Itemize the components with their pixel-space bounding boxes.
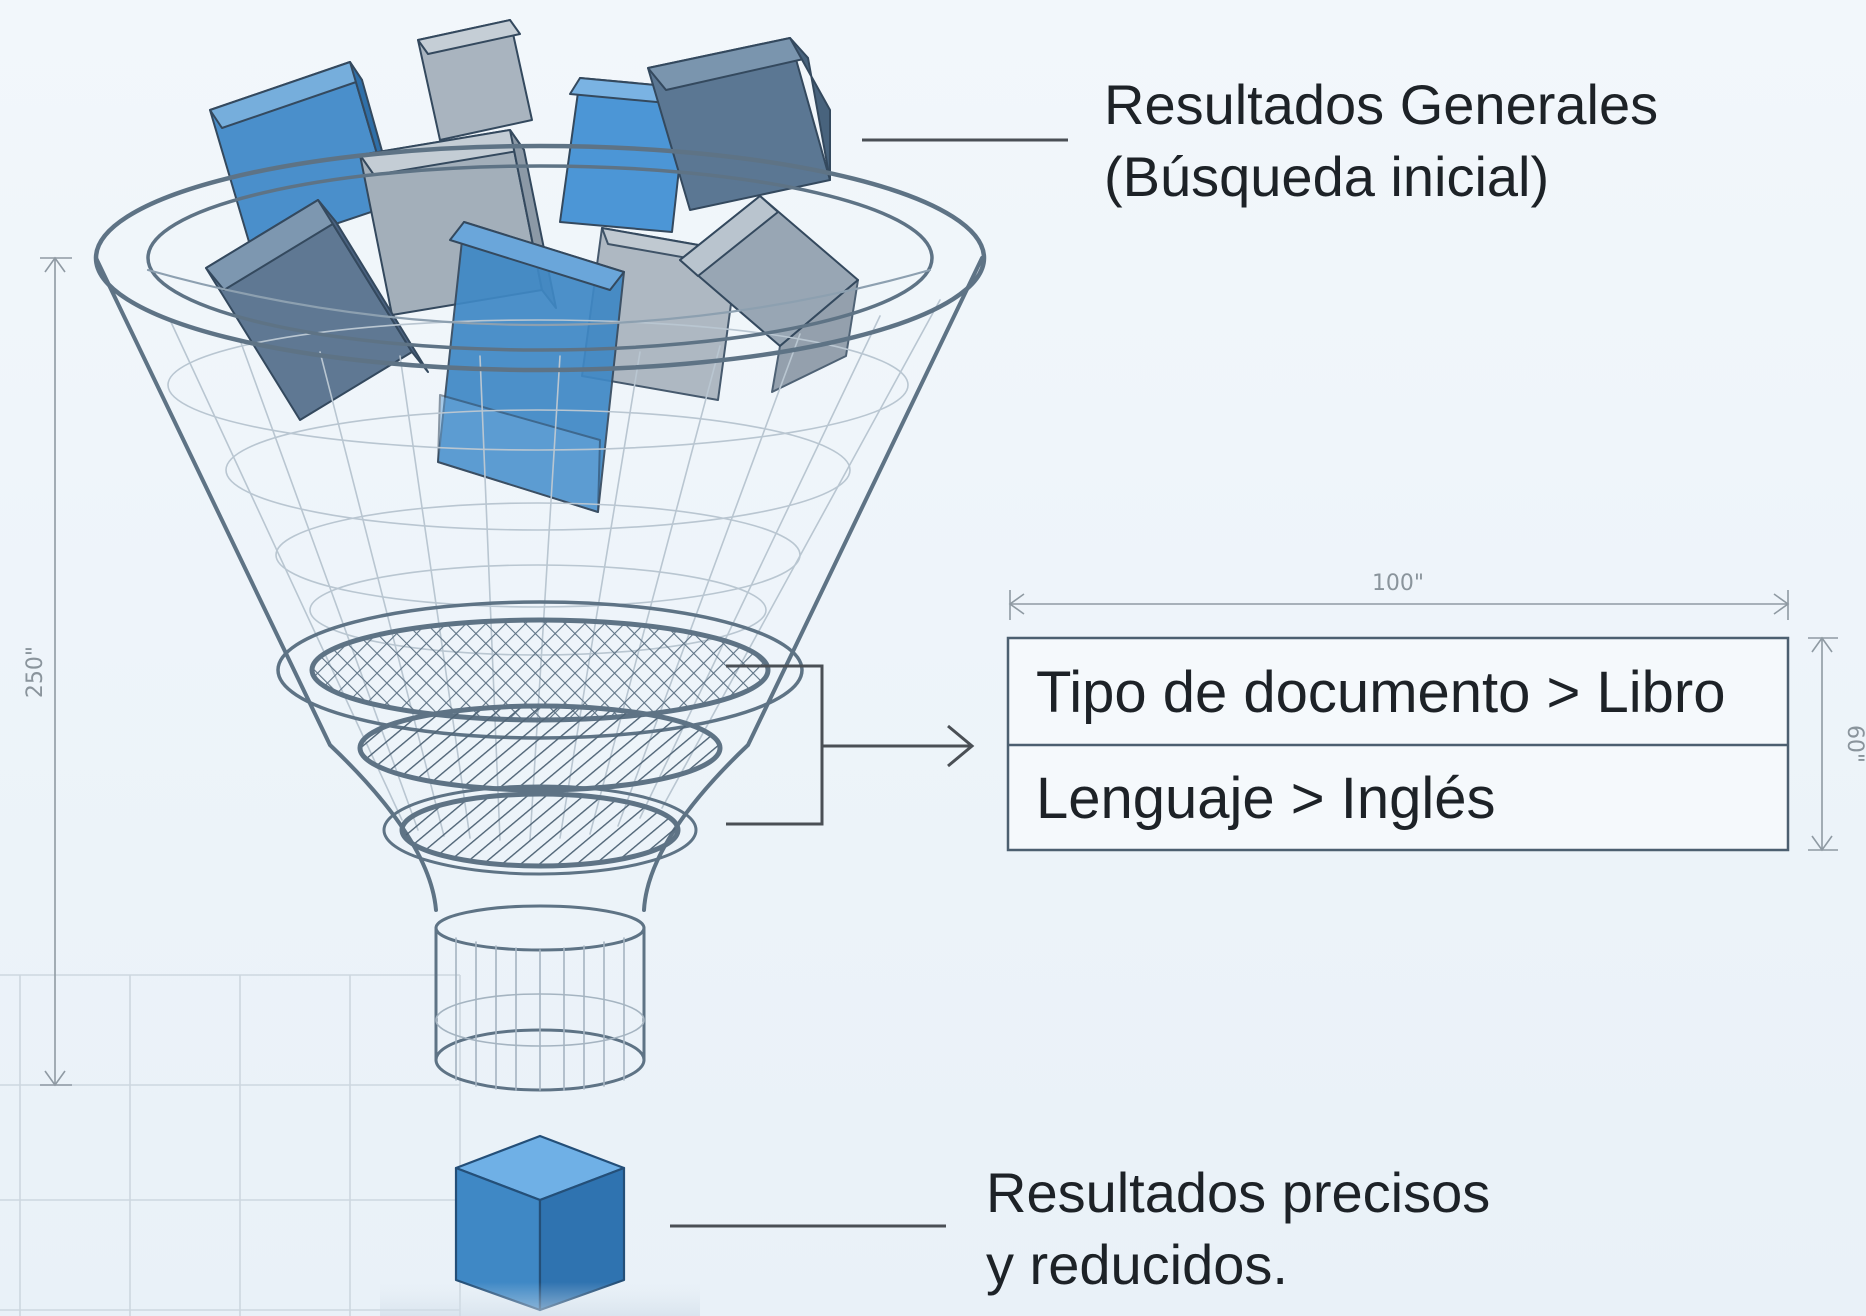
result-cube bbox=[679, 195, 859, 393]
cube-shadow bbox=[380, 1282, 700, 1316]
filter-ring bbox=[276, 600, 804, 740]
filter-ring bbox=[382, 784, 698, 876]
funnel bbox=[93, 143, 987, 1092]
funnel-spout bbox=[434, 904, 646, 1092]
width-dimension bbox=[1008, 590, 1790, 620]
height-dimension bbox=[40, 256, 72, 1087]
filter-box: Tipo de documento > Libro Lenguaje > Ing… bbox=[1006, 636, 1790, 852]
result-cube bbox=[417, 19, 533, 141]
initial-results-cubes bbox=[205, 19, 859, 513]
top-label-line2: (Búsqueda inicial) bbox=[1104, 145, 1549, 208]
result-cube bbox=[437, 221, 625, 513]
height-dimension-label: 250" bbox=[23, 646, 48, 698]
top-label-line1: Resultados Generales bbox=[1104, 73, 1658, 136]
bottom-label-line2: y reducidos. bbox=[986, 1233, 1288, 1296]
result-cube bbox=[205, 199, 429, 421]
box-height-dimension-label: 60" bbox=[1842, 725, 1866, 763]
background-grid bbox=[0, 974, 461, 1316]
filter-bracket bbox=[726, 664, 975, 826]
filter-row-document-type: Tipo de documento > Libro bbox=[1036, 660, 1725, 725]
width-dimension-label: 100" bbox=[1372, 571, 1424, 596]
bottom-label-line1: Resultados precisos bbox=[986, 1161, 1490, 1224]
precise-result-cube bbox=[454, 1134, 626, 1312]
filter-row-language: Lenguaje > Inglés bbox=[1036, 766, 1496, 831]
filter-ring bbox=[357, 703, 723, 793]
result-cube bbox=[647, 37, 831, 211]
box-height-dimension bbox=[1808, 636, 1838, 852]
